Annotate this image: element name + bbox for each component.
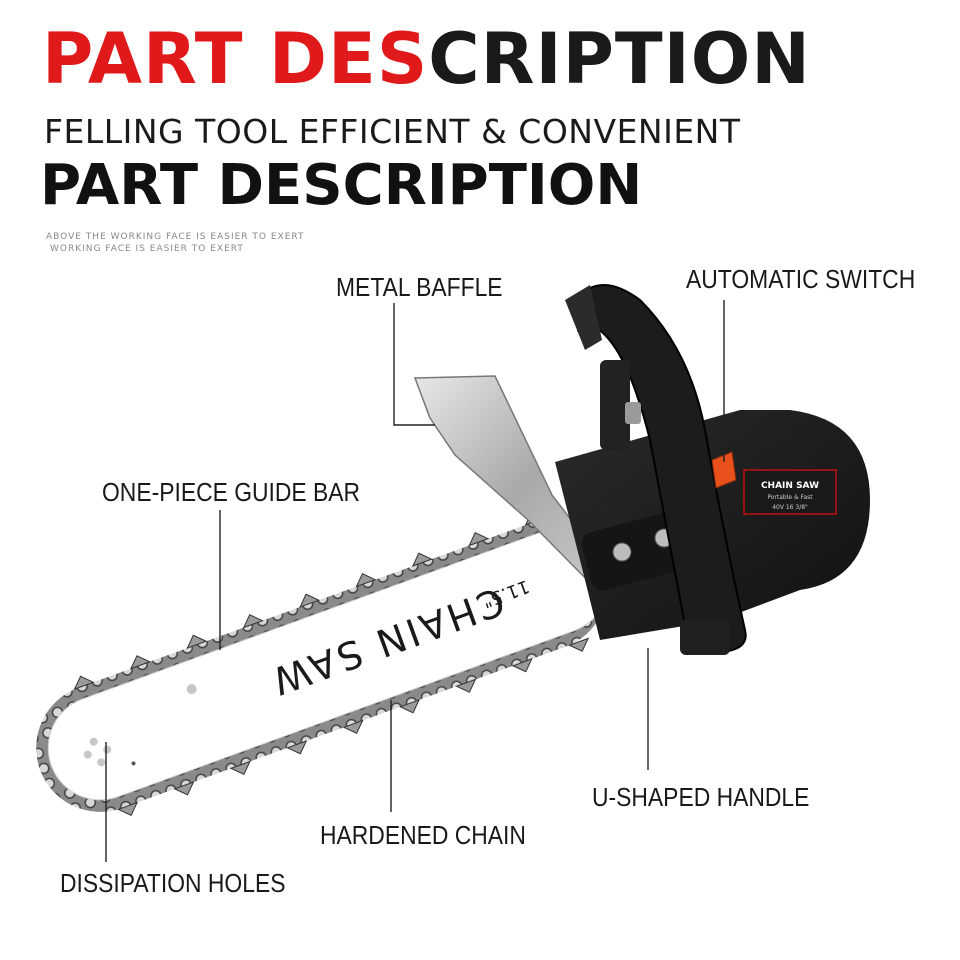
handle-grip-end <box>565 285 602 350</box>
tagline-line-1: ABOVE THE WORKING FACE IS EASIER TO EXER… <box>46 232 305 242</box>
guide-bar: CHAIN SAW 11.5" <box>36 511 610 817</box>
tagline-line-2: WORKING FACE IS EASIER TO EXERT <box>50 244 244 254</box>
badge-title: CHAIN SAW <box>761 481 819 491</box>
handle-base <box>680 620 730 655</box>
label-automatic-switch: AUTOMATIC SWITCH <box>686 264 916 294</box>
badge-sub: Portable & Fast <box>767 494 813 501</box>
bolt-1 <box>612 542 632 562</box>
label-hardened-chain: HARDENED CHAIN <box>320 820 526 850</box>
label-u-handle: U-SHAPED HANDLE <box>592 782 810 812</box>
label-dissipation-holes: DISSIPATION HOLES <box>60 868 286 898</box>
handle-bolt <box>625 402 641 424</box>
automatic-switch <box>711 451 737 489</box>
handle-post <box>600 360 630 450</box>
page-title: PART DESCRIPTION <box>42 24 811 94</box>
dissipation-holes <box>83 684 197 767</box>
title-red-part: PART DES <box>42 18 429 100</box>
callout-lines <box>105 300 725 862</box>
label-guide-bar: ONE-PIECE GUIDE BAR <box>102 477 361 507</box>
subtitle: FELLING TOOL EFFICIENT & CONVENIENT <box>44 112 741 151</box>
product-badge: CHAIN SAW Portable & Fast 40V 16 3/8" <box>743 469 837 515</box>
badge-spec: 40V 16 3/8" <box>772 504 808 511</box>
label-metal-baffle: METAL BAFFLE <box>336 272 503 302</box>
secondary-title: PART DESCRIPTION <box>40 153 643 218</box>
title-dark-part: CRIPTION <box>428 18 811 100</box>
